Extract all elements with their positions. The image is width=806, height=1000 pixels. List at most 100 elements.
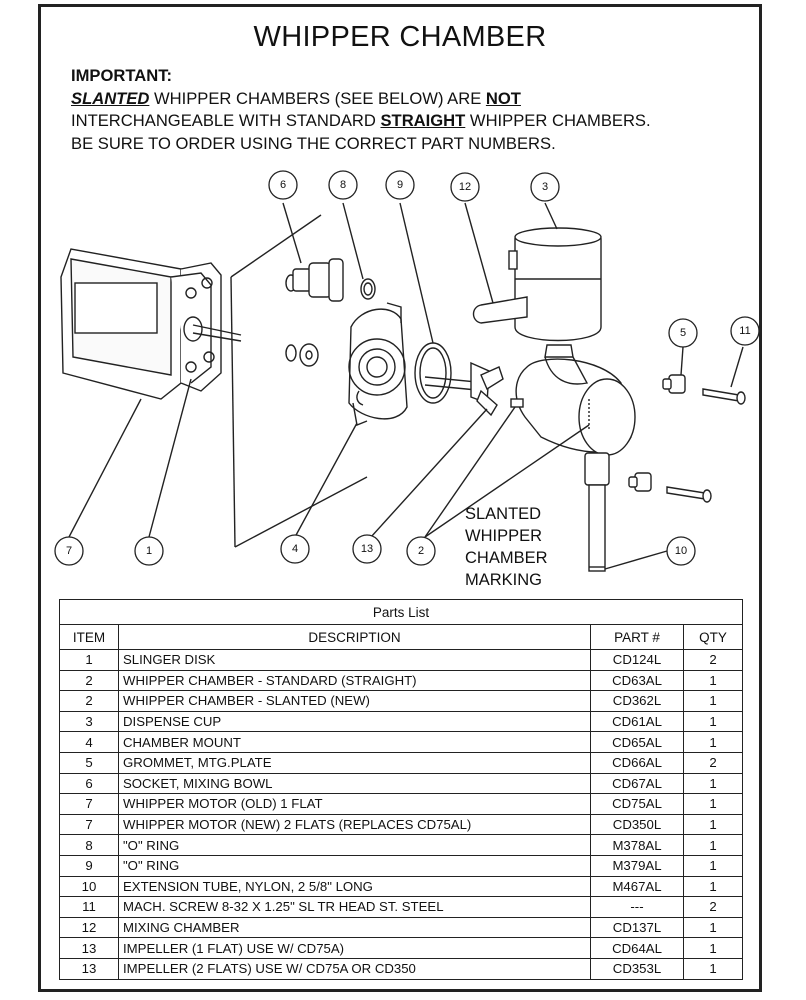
cell-part: CD124L bbox=[590, 649, 684, 671]
cell-item: 7 bbox=[59, 813, 119, 836]
cell-item: 6 bbox=[59, 772, 119, 795]
cell-part: CD64AL bbox=[590, 937, 684, 959]
cell-qty: 1 bbox=[683, 854, 743, 877]
callout-11 bbox=[730, 316, 759, 346]
callout-13 bbox=[352, 534, 382, 564]
cell-description: CHAMBER MOUNT bbox=[118, 731, 591, 753]
callout-3 bbox=[530, 172, 560, 202]
cell-qty: 1 bbox=[683, 916, 743, 939]
cell-qty: 1 bbox=[683, 813, 743, 836]
callout-label: 9 bbox=[397, 179, 403, 191]
cell-qty: 2 bbox=[683, 649, 743, 671]
cell-description: "O" RING bbox=[118, 854, 591, 877]
cell-item: 7 bbox=[59, 793, 119, 815]
cell-item: 2 bbox=[59, 669, 119, 692]
cell-description: DISPENSE CUP bbox=[118, 710, 591, 733]
cell-description: WHIPPER CHAMBER - STANDARD (STRAIGHT) bbox=[118, 669, 591, 692]
callout-2 bbox=[406, 536, 436, 566]
cell-qty: 2 bbox=[683, 896, 743, 918]
callout-6 bbox=[268, 170, 298, 200]
page-title: WHIPPER CHAMBER bbox=[253, 21, 547, 53]
cell-item: 11 bbox=[59, 896, 119, 918]
cell-part: CD350L bbox=[590, 813, 684, 836]
cell-item: 5 bbox=[59, 751, 119, 774]
cell-item: 10 bbox=[59, 875, 119, 898]
notice-not: NOT bbox=[485, 88, 521, 108]
cell-description: MACH. SCREW 8-32 X 1.25" SL TR HEAD ST. … bbox=[118, 896, 591, 918]
col-header-item: ITEM bbox=[59, 624, 119, 650]
important-notice: IMPORTANT: SLANTED WHIPPER CHAMBERS (SEE… bbox=[71, 65, 751, 155]
cell-description: SOCKET, MIXING BOWL bbox=[118, 772, 591, 795]
cell-qty: 1 bbox=[683, 834, 743, 856]
col-header-description: DESCRIPTION bbox=[118, 624, 591, 650]
whipper-motor-drawing bbox=[60, 248, 242, 400]
cell-qty: 1 bbox=[683, 772, 743, 795]
callout-10 bbox=[666, 536, 696, 566]
col-header-part: PART # bbox=[590, 624, 684, 650]
callout-8 bbox=[328, 170, 358, 200]
cell-part: CD67AL bbox=[590, 772, 684, 795]
parts-list-caption: Parts List bbox=[59, 599, 743, 625]
cell-part: CD137L bbox=[590, 916, 684, 939]
cell-part: M467AL bbox=[590, 875, 684, 898]
cell-description: WHIPPER MOTOR (NEW) 2 FLATS (REPLACES CD… bbox=[118, 813, 591, 836]
cell-qty: 1 bbox=[683, 690, 743, 712]
callout-label: 12 bbox=[459, 181, 471, 193]
cell-item: 9 bbox=[59, 854, 119, 877]
callout-label: 7 bbox=[66, 545, 72, 557]
cell-qty: 1 bbox=[683, 731, 743, 753]
cell-description: "O" RING bbox=[118, 834, 591, 856]
notice-text2: INTERCHANGEABLE WITH STANDARD bbox=[71, 111, 381, 130]
exploded-diagram: 6 8 9 12 3 5 11 7 1 4 13 2 10 bbox=[54, 170, 759, 572]
cell-item: 13 bbox=[59, 957, 119, 980]
col-header-qty: QTY bbox=[683, 624, 743, 650]
cell-description: SLINGER DISK bbox=[118, 649, 591, 671]
cell-description: MIXING CHAMBER bbox=[118, 916, 591, 939]
cell-item: 1 bbox=[59, 649, 119, 671]
page-frame: WHIPPER CHAMBER IMPORTANT: SLANTED WHIPP… bbox=[38, 4, 762, 992]
cell-part: M378AL bbox=[590, 834, 684, 856]
cell-description: WHIPPER MOTOR (OLD) 1 FLAT bbox=[118, 793, 591, 815]
callout-label: 3 bbox=[542, 181, 548, 193]
cell-part: CD75AL bbox=[590, 793, 684, 815]
cell-description: WHIPPER CHAMBER - SLANTED (NEW) bbox=[118, 690, 591, 712]
cell-description: EXTENSION TUBE, NYLON, 2 5/8" LONG bbox=[118, 875, 591, 898]
callout-1 bbox=[134, 536, 164, 566]
cell-part: CD61AL bbox=[590, 710, 684, 733]
callout-4 bbox=[280, 534, 310, 564]
cell-item: 3 bbox=[59, 710, 119, 733]
callout-label: 1 bbox=[146, 545, 152, 557]
callout-label: 8 bbox=[340, 179, 346, 191]
cell-qty: 1 bbox=[683, 669, 743, 692]
cell-description: IMPELLER (1 FLAT) USE W/ CD75A) bbox=[118, 937, 591, 959]
cell-item: 2 bbox=[59, 690, 119, 712]
callout-12 bbox=[450, 172, 480, 202]
cell-part: CD353L bbox=[590, 957, 684, 980]
callout-label: 4 bbox=[292, 543, 298, 555]
callout-7 bbox=[54, 536, 84, 566]
callout-label: 2 bbox=[418, 545, 424, 557]
parts-list-table: Parts List ITEM DESCRIPTION PART # QTY 1… bbox=[59, 599, 743, 980]
callout-label: 10 bbox=[675, 545, 687, 557]
notice-slanted: SLANTED bbox=[71, 88, 150, 108]
cell-description: IMPELLER (2 FLATS) USE W/ CD75A OR CD350 bbox=[118, 957, 591, 980]
cell-description: GROMMET, MTG.PLATE bbox=[118, 751, 591, 774]
cell-part: M379AL bbox=[590, 854, 684, 877]
cell-part: --- bbox=[590, 896, 684, 918]
notice-line3: BE SURE TO ORDER USING THE CORRECT PART … bbox=[71, 133, 556, 153]
slanted-marking-label: SLANTED WHIPPER CHAMBER MARKING bbox=[465, 505, 548, 589]
